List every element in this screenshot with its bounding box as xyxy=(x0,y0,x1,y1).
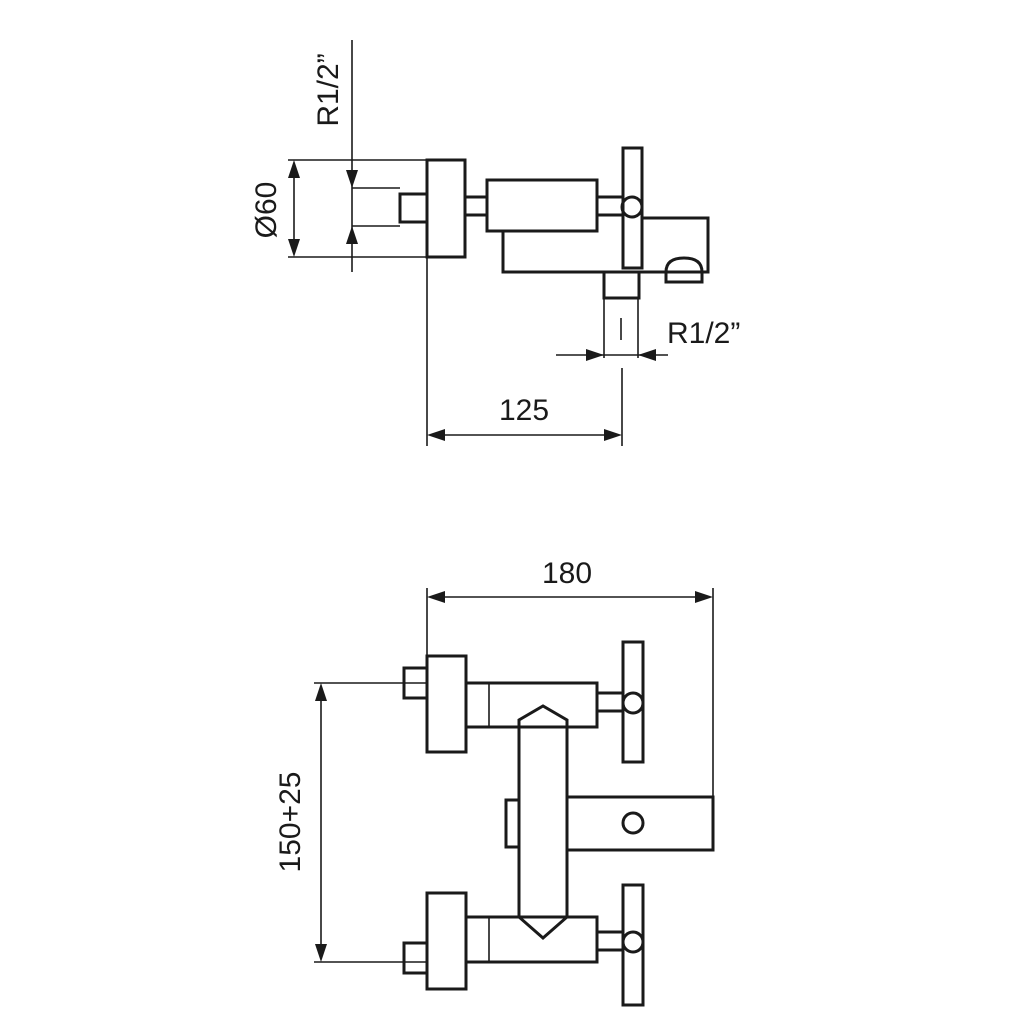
front-view: 180 150+25 xyxy=(274,557,715,1007)
side-shower-connector-icon xyxy=(664,256,704,284)
outlet-arrow-right-icon xyxy=(586,349,604,361)
width-arrow-right-icon xyxy=(695,591,713,603)
front-upper-handle xyxy=(621,640,645,764)
front-lower-valve-body xyxy=(464,915,599,964)
inlet-thread-label: R1/2” xyxy=(312,53,345,126)
side-mixer-body xyxy=(485,178,599,233)
side-spout-body xyxy=(501,216,710,274)
diameter-arrow-top-icon xyxy=(288,160,300,178)
front-upper-spindle xyxy=(595,691,625,713)
front-lower-handle-hub-icon xyxy=(621,930,645,954)
inlet-arrow-up-icon xyxy=(346,226,358,244)
front-upper-rosette xyxy=(425,654,468,754)
side-connector-nut xyxy=(398,192,429,224)
diameter-arrow-bottom-icon xyxy=(288,239,300,257)
side-stub xyxy=(463,195,489,217)
side-view: Ø60 R1/2” R1/2” 125 xyxy=(250,40,740,446)
front-lower-nut xyxy=(402,941,429,975)
centers-arrow-bottom-icon xyxy=(315,944,327,962)
outlet-thread-label: R1/2” xyxy=(667,317,740,350)
inlet-arrow-down-icon xyxy=(346,170,358,188)
front-back-tab xyxy=(504,798,521,849)
front-central-body xyxy=(517,704,569,940)
side-handle xyxy=(621,146,644,270)
centers-label: 150+25 xyxy=(274,772,307,873)
front-diverter-knob-icon xyxy=(621,811,645,835)
width-arrow-left-icon xyxy=(427,591,445,603)
front-upper-handle-hub-icon xyxy=(621,691,645,715)
depth-arrow-left-icon xyxy=(427,429,445,441)
front-lower-spindle xyxy=(595,930,625,952)
side-handle-spindle xyxy=(595,195,625,217)
side-handle-hub-icon xyxy=(620,195,644,219)
side-wall-rosette xyxy=(425,158,467,259)
depth-label: 125 xyxy=(499,394,549,427)
width-label: 180 xyxy=(542,557,592,590)
front-lower-handle xyxy=(621,883,645,1007)
diameter-label: Ø60 xyxy=(250,182,283,239)
front-spout-block xyxy=(565,795,715,852)
centers-arrow-top-icon xyxy=(315,683,327,701)
depth-arrow-right-icon xyxy=(604,429,622,441)
front-lower-rosette xyxy=(425,891,468,991)
outlet-arrow-left-icon xyxy=(638,349,656,361)
side-outlet-nozzle xyxy=(602,270,641,300)
front-upper-valve-body xyxy=(464,681,599,729)
